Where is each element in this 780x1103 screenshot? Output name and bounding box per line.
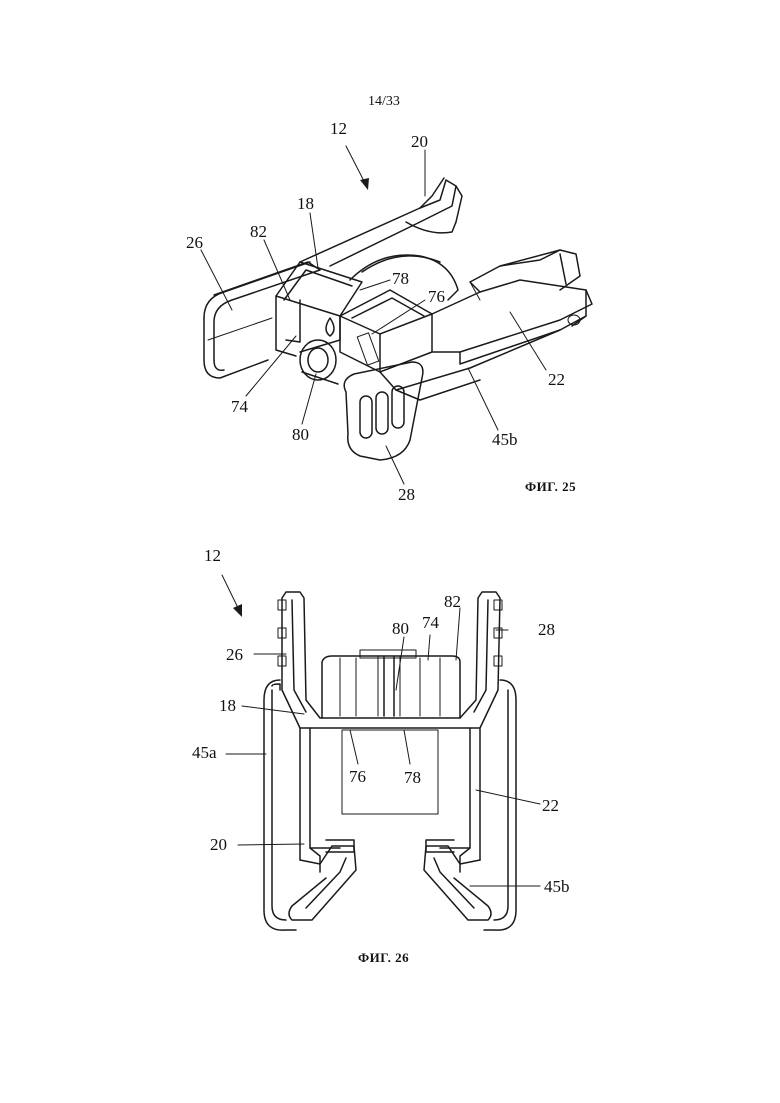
fig26-label-18: 18: [219, 697, 236, 714]
fig26-label-28: 28: [538, 621, 555, 638]
fig26-label-80: 80: [392, 620, 409, 637]
fig26-label-26: 26: [226, 646, 243, 663]
fig26-label-82: 82: [444, 593, 461, 610]
fig26-label-74: 74: [422, 614, 439, 631]
fig26-label-45a: 45a: [192, 744, 217, 761]
fig26-label-45b: 45b: [544, 878, 570, 895]
fig26-label-78: 78: [404, 769, 421, 786]
fig26-label-22: 22: [542, 797, 559, 814]
fig26-label-12: 12: [204, 547, 221, 564]
figure-26-caption: ФИГ. 26: [358, 950, 409, 966]
fig26-label-20: 20: [210, 836, 227, 853]
fig26-label-76: 76: [349, 768, 366, 785]
